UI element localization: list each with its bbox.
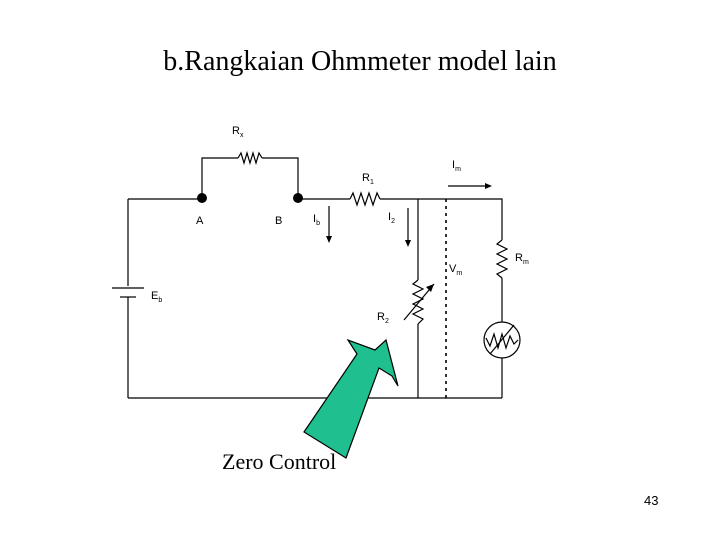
terminal-a-dot (197, 193, 207, 203)
zero-control-label: Zero Control (222, 449, 336, 474)
rx-label: Rx (232, 125, 244, 139)
terminal-b-label: B (275, 215, 282, 227)
r2-resistor (411, 279, 425, 325)
i2-arrowhead (405, 240, 411, 247)
zero-control-arrow (303, 338, 399, 459)
meter-needle (489, 324, 515, 355)
terminal-a-label: A (196, 215, 204, 227)
ib-label: Ib (313, 213, 320, 227)
r1-resistor (349, 191, 381, 207)
terminal-b-dot (293, 193, 303, 203)
i2-label: I2 (388, 211, 395, 225)
rx-resistor (237, 150, 263, 166)
meter-zigzag (485, 331, 519, 351)
rm-label: Rm (515, 252, 529, 266)
r2-label: R2 (377, 311, 389, 325)
slide-title: b.Rangkaian Ohmmeter model lain (163, 46, 557, 77)
r1-label: R1 (362, 172, 374, 186)
eb-label: Eb (151, 290, 162, 304)
rm-resistor (495, 239, 509, 279)
ib-arrowhead (326, 236, 332, 243)
vm-label: Vm (449, 263, 462, 277)
r2-adjust-arrowhead (426, 284, 434, 292)
rx-branch-wire (201, 157, 299, 197)
top-right-wire (380, 198, 503, 240)
im-arrowhead (485, 183, 492, 189)
im-label: Im (452, 159, 461, 173)
page-number: 43 (644, 493, 658, 508)
